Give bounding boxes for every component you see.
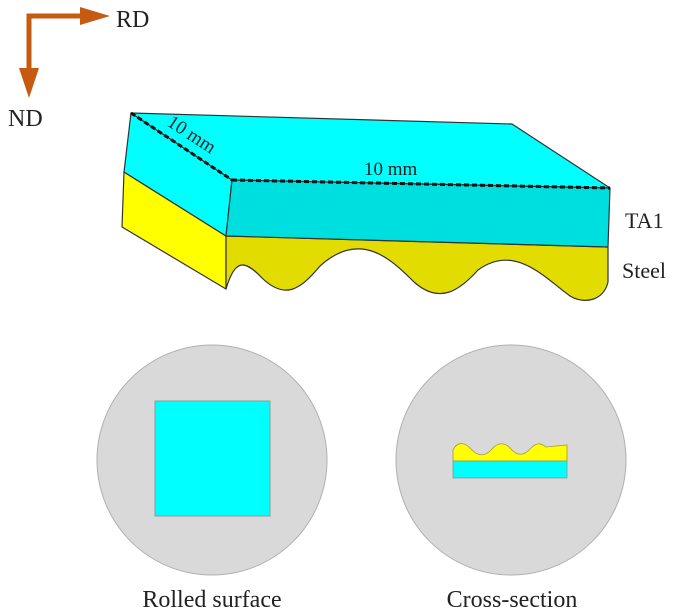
ta1-strip-specimen <box>452 460 568 479</box>
steel-wavy-specimen <box>452 443 568 462</box>
rolled-surface-label: Rolled surface <box>142 587 281 613</box>
length-dimension-line <box>231 178 611 190</box>
steel-label: Steel <box>622 258 666 283</box>
ta1-front-face <box>225 179 611 248</box>
cross-section-sample <box>395 344 627 576</box>
rolled-surface-sample <box>96 344 328 576</box>
nd-arrowhead-icon <box>19 68 39 98</box>
rd-arrowhead-icon <box>80 7 110 25</box>
steel-front-face <box>225 235 609 301</box>
direction-axes: RD ND <box>8 7 149 132</box>
cross-section-label: Cross-section <box>447 587 578 613</box>
depth-dimension-line <box>130 111 233 182</box>
rd-arrow <box>26 13 82 68</box>
rd-label: RD <box>116 7 149 33</box>
ta1-square-specimen <box>154 400 271 517</box>
length-dimension-label: 10 mm <box>364 159 418 180</box>
ta1-label: TA1 <box>625 208 664 233</box>
nd-label: ND <box>8 106 43 132</box>
clad-block <box>121 111 611 301</box>
